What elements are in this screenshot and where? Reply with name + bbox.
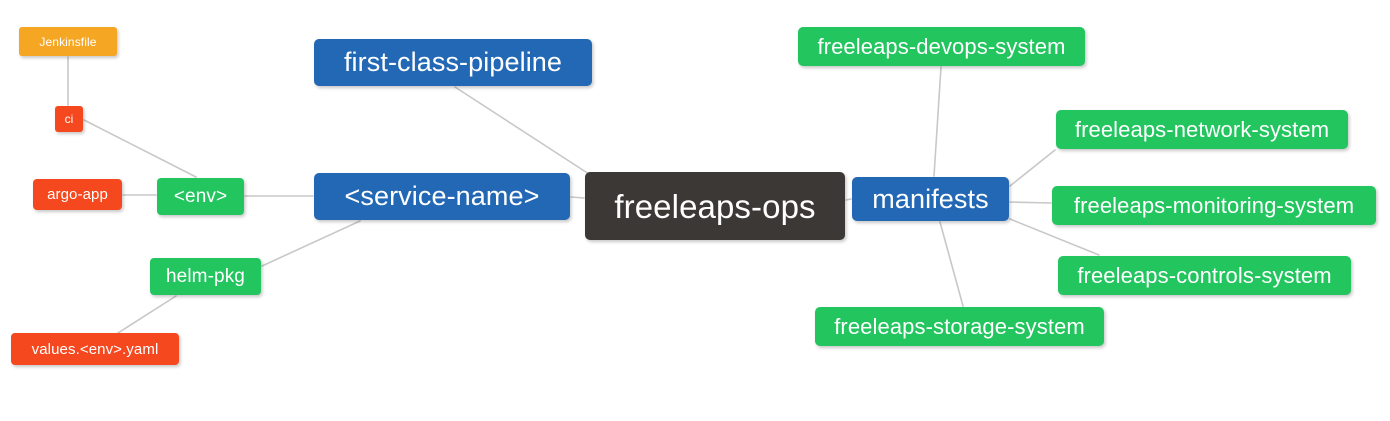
edge-manifests-to-freeleaps-network-system [1009, 149, 1056, 187]
node-freeleaps-storage-system[interactable]: freeleaps-storage-system [815, 307, 1104, 346]
node-freeleaps-controls-system[interactable]: freeleaps-controls-system [1058, 256, 1351, 295]
edge-freeleaps-ops-to-service-name [570, 196, 585, 199]
node-label: freeleaps-network-system [1074, 116, 1330, 142]
edge-manifests-to-freeleaps-monitoring-system [1009, 201, 1052, 204]
edge-manifests-to-freeleaps-devops-system [933, 66, 942, 177]
node-label: freeleaps-controls-system [1077, 262, 1332, 288]
edge-manifests-to-freeleaps-storage-system [939, 221, 964, 307]
node-service-name[interactable]: <service-name> [314, 173, 570, 220]
node-label: Jenkinsfile [39, 34, 97, 49]
node-manifests[interactable]: manifests [852, 177, 1009, 221]
edge-freeleaps-ops-to-manifests [845, 198, 852, 201]
node-label: values.<env>.yaml [31, 340, 159, 358]
node-first-class-pipeline[interactable]: first-class-pipeline [314, 39, 592, 86]
node-values-yaml[interactable]: values.<env>.yaml [11, 333, 179, 365]
node-label: manifests [872, 183, 989, 214]
edge-helm-pkg-to-values-yaml [117, 295, 177, 334]
edge-service-name-to-helm-pkg [261, 220, 361, 267]
node-label: argo-app [47, 186, 108, 203]
node-env[interactable]: <env> [157, 178, 244, 215]
node-ci[interactable]: ci [55, 106, 83, 132]
node-label: first-class-pipeline [343, 47, 563, 77]
edge-env-to-ci [83, 119, 197, 178]
node-jenkinsfile[interactable]: Jenkinsfile [19, 27, 117, 56]
node-label: <service-name> [344, 181, 540, 211]
node-freeleaps-monitoring-system[interactable]: freeleaps-monitoring-system [1052, 186, 1376, 225]
node-label: helm-pkg [166, 266, 245, 287]
node-label: ci [64, 112, 74, 126]
node-label: freeleaps-devops-system [817, 33, 1066, 59]
node-label: freeleaps-monitoring-system [1073, 192, 1355, 218]
node-argo-app[interactable]: argo-app [33, 179, 122, 210]
node-freeleaps-network-system[interactable]: freeleaps-network-system [1056, 110, 1348, 149]
node-label: freeleaps-storage-system [834, 313, 1085, 339]
node-freeleaps-ops[interactable]: freeleaps-ops [585, 172, 845, 240]
node-helm-pkg[interactable]: helm-pkg [150, 258, 261, 295]
edge-freeleaps-ops-to-first-class-pipeline [454, 86, 593, 177]
node-label: <env> [173, 186, 228, 207]
node-freeleaps-devops-system[interactable]: freeleaps-devops-system [798, 27, 1085, 66]
node-label: freeleaps-ops [614, 187, 816, 225]
